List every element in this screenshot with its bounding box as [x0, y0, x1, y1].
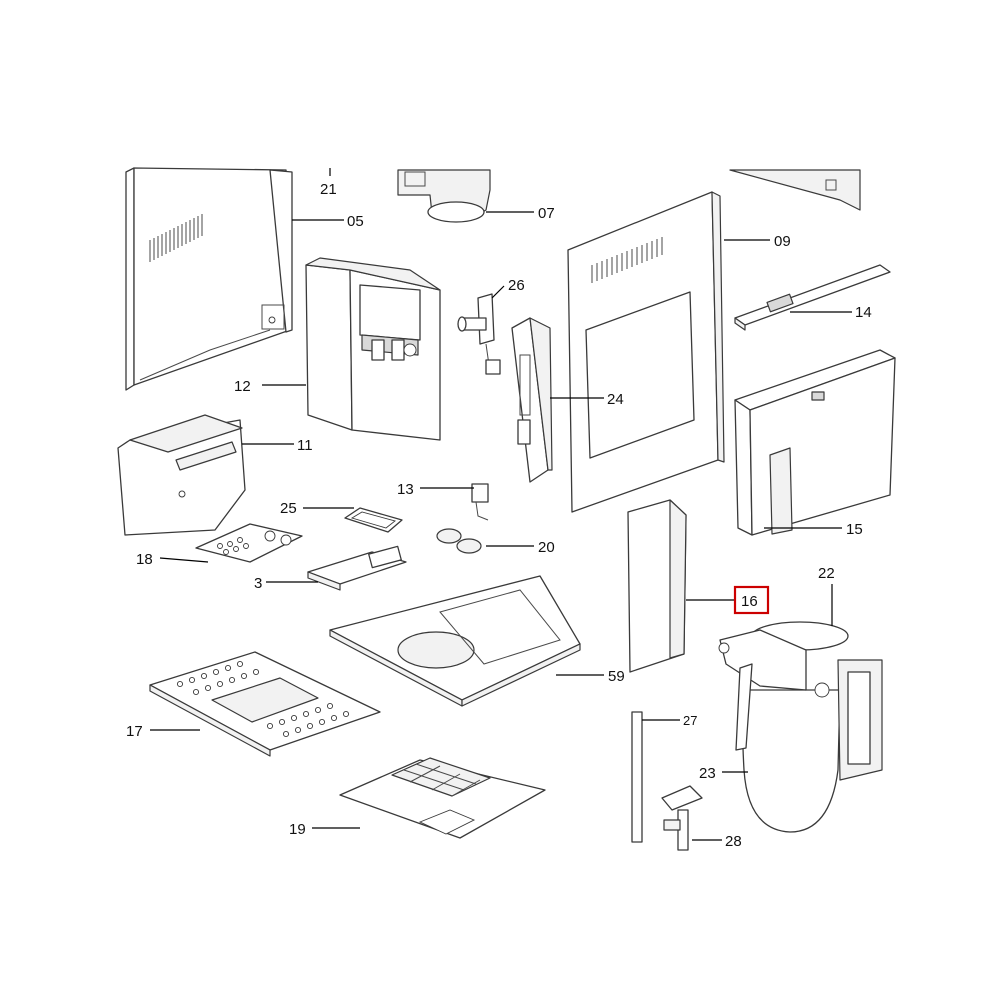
part-18-perforated-plate[interactable] [195, 523, 303, 563]
part-20-knobs[interactable] [436, 528, 482, 554]
callout-07[interactable]: 07 [538, 205, 555, 222]
part-24-bracket[interactable] [511, 317, 553, 483]
part-3-slider[interactable] [307, 545, 407, 591]
callout-26[interactable]: 26 [508, 277, 525, 294]
callout-15[interactable]: 15 [846, 521, 863, 538]
part-17-drip-grid[interactable] [149, 651, 381, 757]
callout-24[interactable]: 24 [607, 391, 624, 408]
callout-14[interactable]: 14 [855, 304, 872, 321]
callout-19[interactable]: 19 [289, 821, 306, 838]
callout-12[interactable]: 12 [234, 378, 251, 395]
callout-20[interactable]: 20 [538, 539, 555, 556]
part-07-top-container[interactable] [397, 169, 491, 223]
part-14-cover-strip[interactable] [734, 264, 891, 331]
callout-16[interactable]: 16 [741, 593, 758, 610]
part-12-front-housing[interactable] [305, 257, 441, 441]
callout-23[interactable]: 23 [699, 765, 716, 782]
part-26-valve[interactable] [457, 293, 501, 375]
callout-11[interactable]: 11 [297, 437, 313, 454]
part-59-base-tray[interactable] [329, 575, 581, 707]
callout-17[interactable]: 17 [126, 723, 143, 740]
callout-22[interactable]: 22 [818, 565, 835, 582]
highlight-box-16 [733, 585, 770, 615]
part-19-lower-frame[interactable] [339, 757, 546, 839]
callout-25[interactable]: 25 [280, 500, 297, 517]
part-25-gasket[interactable] [344, 507, 403, 533]
callout-27[interactable]: 27 [683, 713, 697, 728]
part-13-latch[interactable] [471, 483, 489, 521]
callout-labels: 21 05 07 09 26 14 12 24 11 13 25 15 20 1… [126, 181, 872, 850]
part-16-side-cover[interactable] [627, 499, 687, 673]
callout-09[interactable]: 09 [774, 233, 791, 250]
callout-18[interactable]: 18 [136, 551, 153, 568]
callout-28[interactable]: 28 [725, 833, 742, 850]
callout-13[interactable]: 13 [397, 481, 414, 498]
callout-21[interactable]: 21 [320, 181, 337, 198]
part-05-side-panel[interactable] [125, 167, 293, 391]
top-right-fragment [729, 169, 861, 211]
part-22-23-carafe[interactable] [718, 621, 883, 833]
callout-59[interactable]: 59 [608, 668, 625, 685]
part-11-drawer-box[interactable] [117, 414, 246, 536]
part-09-rear-panel[interactable] [567, 191, 725, 513]
part-15-water-tank[interactable] [734, 349, 896, 536]
leader-lines [150, 168, 852, 841]
callout-05[interactable]: 05 [347, 213, 364, 230]
part-28-connector[interactable] [661, 785, 703, 851]
callout-3[interactable]: 3 [254, 575, 262, 592]
part-27-rod[interactable] [631, 711, 643, 843]
